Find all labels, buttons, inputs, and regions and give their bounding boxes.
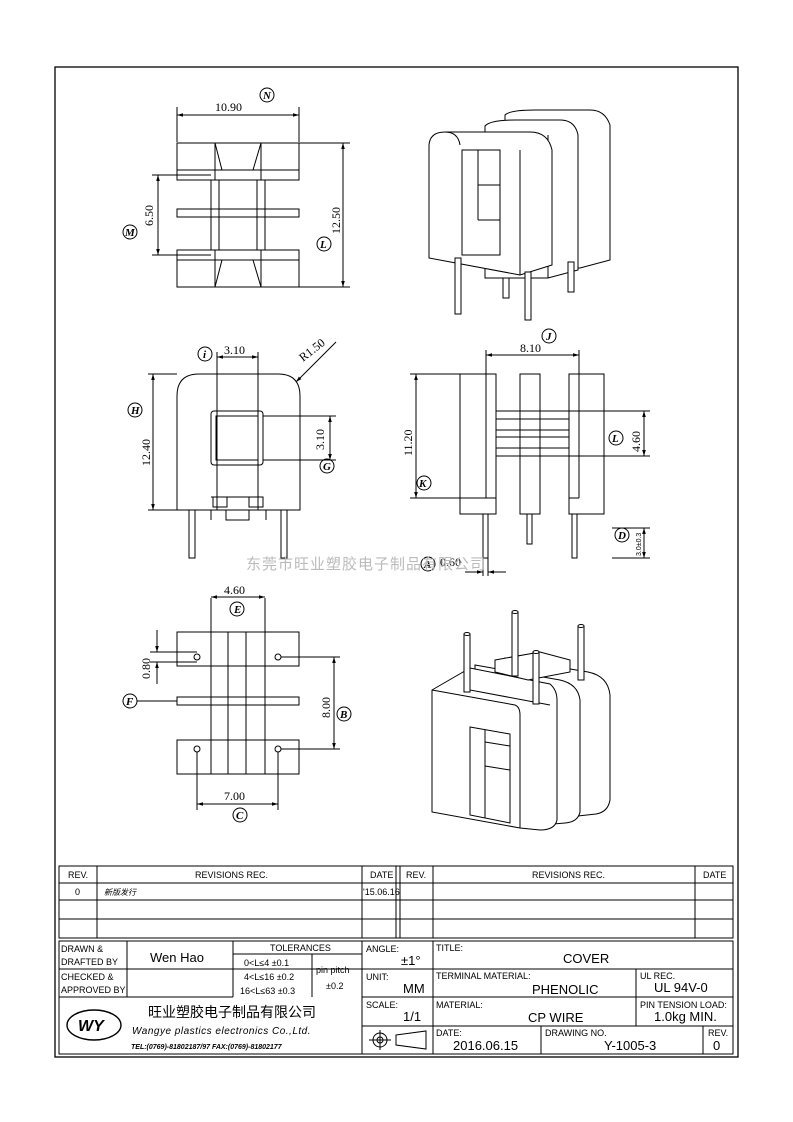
rev-header-rev-2: REV. [406, 870, 426, 880]
date-label: DATE: [436, 1028, 462, 1038]
label-B: B [339, 709, 347, 721]
projection-symbol-icon [369, 1030, 427, 1050]
side-height-dim: 11.20 [401, 429, 415, 456]
sheet-border [54, 66, 739, 1058]
bottom-view [137, 595, 340, 810]
material-label: MATERIAL: [436, 1000, 483, 1010]
rev-row-rec: 新版发行 [104, 888, 137, 897]
scale-label: SCALE: [366, 1000, 398, 1010]
side-view [410, 350, 650, 576]
rev-header-rev: REV. [68, 870, 88, 880]
label-L-top: L [319, 239, 327, 251]
pin-pitch-label: pin pitch [316, 965, 350, 975]
drawn-label-1: DRAWN & [61, 944, 103, 954]
bottom-pitch-h-dim: 7.00 [224, 789, 245, 803]
label-G: G [323, 461, 331, 473]
scale-value: 1/1 [403, 1009, 421, 1024]
checked-label-2: APPROVED BY [61, 985, 126, 995]
company-logo: WY [66, 1009, 122, 1041]
logo-text: WY [78, 1018, 105, 1035]
unit-label: UNIT: [366, 972, 389, 982]
label-E: E [233, 604, 241, 616]
drawing-no-label: DRAWING NO. [545, 1028, 607, 1038]
tolerances-title: TOLERANCES [270, 943, 331, 953]
label-H: H [130, 405, 140, 417]
label-C: C [236, 810, 244, 822]
pin-tension-value: 1.0kg MIN. [654, 1009, 717, 1024]
front-slot-dim: 3.10 [224, 343, 245, 357]
rev-header-date: DATE [370, 870, 393, 880]
bottom-hole-dim: 0.80 [139, 658, 153, 679]
revisions-table [58, 865, 734, 939]
unit-value: MM [403, 981, 425, 996]
front-radius-dim: R1.50 [296, 335, 327, 364]
label-F: F [125, 696, 134, 708]
label-L-side: L [611, 433, 619, 445]
rev-label: REV. [708, 1028, 728, 1038]
angle-label: ANGLE: [366, 944, 399, 954]
iso-view-upper [428, 109, 611, 321]
label-i: i [203, 349, 207, 361]
title-block [58, 940, 734, 1055]
rev-value: 0 [713, 1038, 720, 1053]
date-value: 2016.06.15 [453, 1038, 518, 1053]
ul-value: UL 94V-0 [654, 980, 708, 995]
label-D: D [617, 530, 626, 542]
checked-label-1: CHECKED & [61, 972, 114, 982]
pin-pitch-value: ±0.2 [326, 981, 343, 991]
front-view [148, 341, 337, 559]
rev-header-date-2: DATE [703, 870, 726, 880]
rev-row-rev: 0 [75, 887, 80, 897]
top-width-dim: 10.90 [215, 100, 242, 114]
title-label: TITLE: [436, 943, 463, 953]
top-gap-dim: 6.50 [142, 205, 156, 226]
drawing-no-value: Y-1005-3 [604, 1038, 656, 1053]
drawn-value: Wen Hao [150, 950, 204, 965]
angle-value: ±1° [401, 953, 421, 968]
side-pin-len-dim: 3.0±0.3 [636, 533, 643, 556]
label-J: J [545, 331, 552, 343]
front-window-dim: 3.10 [313, 429, 327, 450]
title-value: COVER [563, 951, 609, 966]
top-view [152, 107, 350, 288]
terminal-label: TERMINAL MATERIAL: [436, 971, 531, 981]
side-pin-dia-dim: 0.60 [440, 555, 461, 569]
label-N: N [262, 90, 272, 102]
side-width-dim: 8.10 [520, 341, 541, 355]
label-M: M [124, 227, 136, 239]
bottom-pitch-v-dim: 8.00 [319, 697, 333, 718]
label-A: A [423, 559, 431, 571]
drawn-label-2: DRAFTED BY [61, 957, 118, 967]
material-value: CP WIRE [528, 1010, 584, 1025]
front-height-dim: 12.40 [139, 439, 153, 466]
company-en: Wangye plastics electronics Co.,Ltd. [132, 1026, 311, 1037]
company-cn: 旺业塑胶电子制品有限公司 [148, 1004, 316, 1021]
label-K: K [418, 478, 427, 490]
company-tel: TEL:(0769)-81802187/97 FAX:(0769)-818021… [131, 1044, 283, 1051]
tol-line-1: 0<L≤4 ±0.1 [244, 958, 289, 968]
ul-label: UL REC. [640, 971, 675, 981]
bottom-core-dim: 4.60 [224, 583, 245, 597]
side-flange-dim: 4.60 [629, 431, 643, 452]
terminal-value: PHENOLIC [532, 982, 598, 997]
tol-line-2: 4<L≤16 ±0.2 [244, 972, 294, 982]
pin-tension-label: PIN TENSION LOAD: [640, 1000, 727, 1010]
rev-header-rec: REVISIONS REC. [195, 870, 268, 880]
watermark-text: 东莞市旺业塑胶电子制品有限公司 [246, 555, 486, 573]
rev-header-rec-2: REVISIONS REC. [532, 870, 605, 880]
tol-line-3: 16<L≤63 ±0.3 [240, 986, 295, 996]
top-height-dim: 12.50 [329, 207, 343, 234]
iso-view-lower [431, 610, 611, 831]
rev-row-date: '15.06.16 [363, 887, 400, 897]
